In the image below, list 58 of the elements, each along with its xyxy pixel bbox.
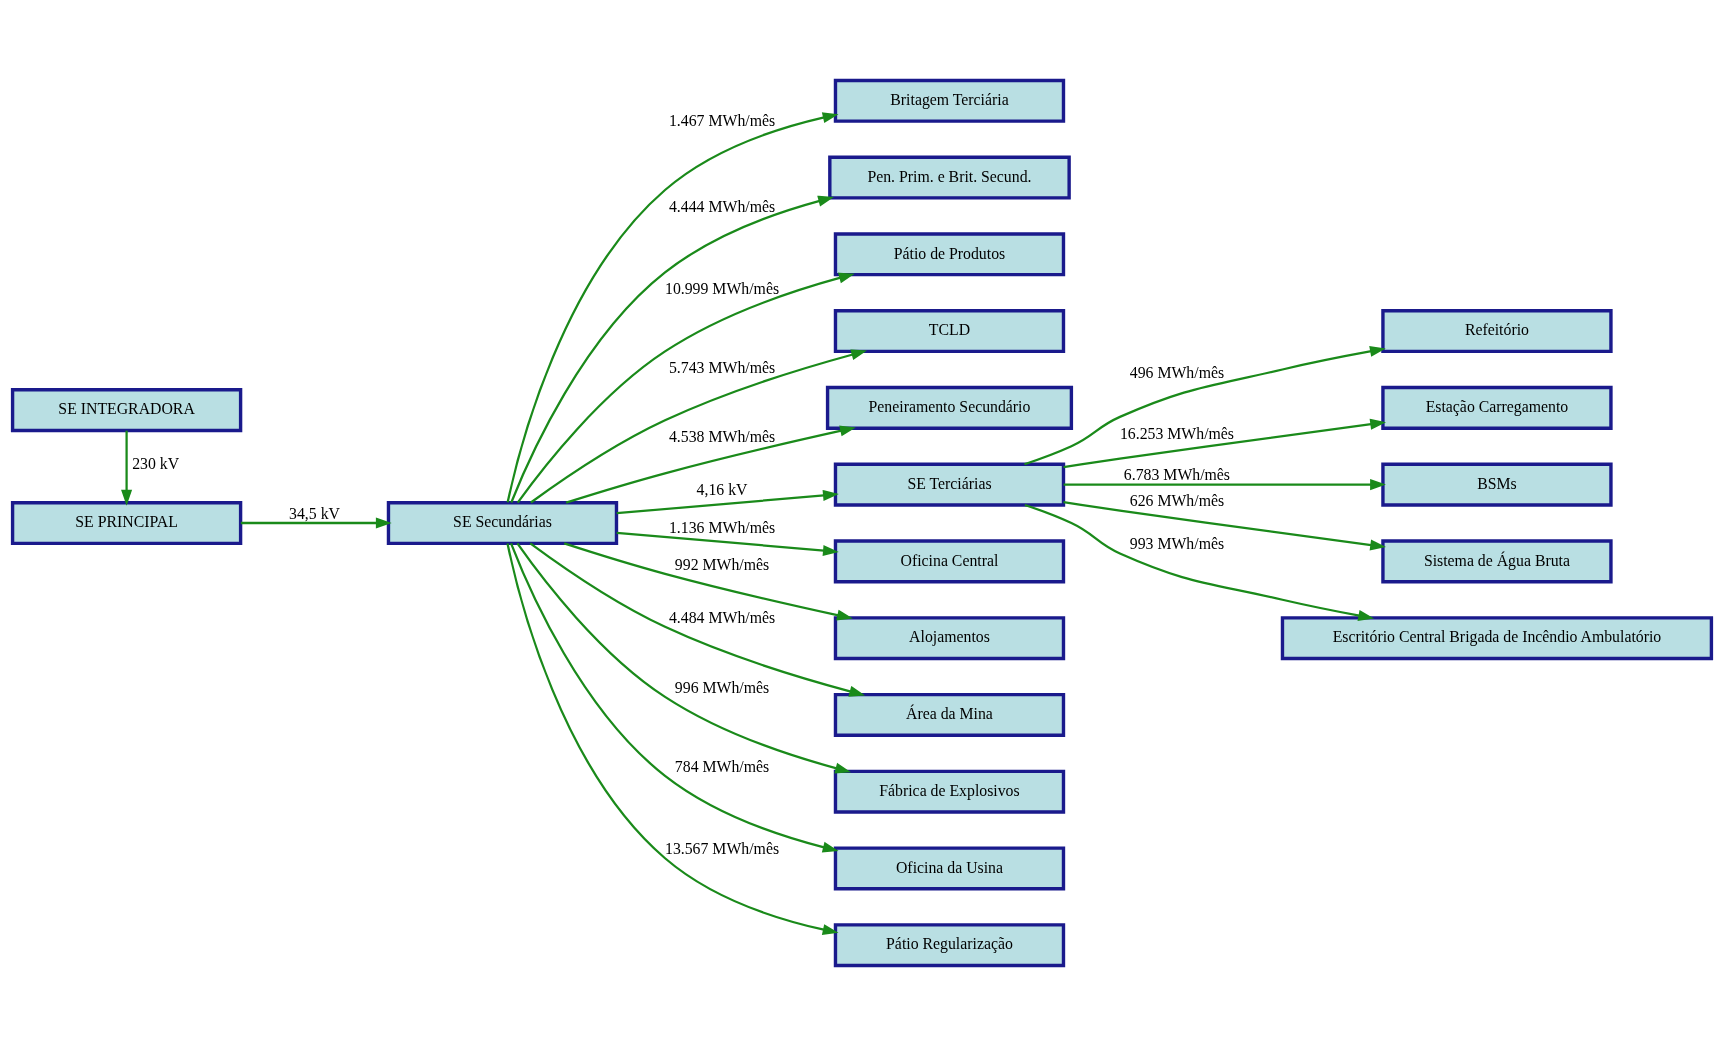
edge-label: 992 MWh/mês <box>674 555 770 573</box>
edge-label: 626 MWh/mês <box>1129 492 1225 510</box>
arrow <box>529 542 866 697</box>
arrow <box>1063 501 1387 551</box>
node-box: Pátio de Produtos <box>833 232 1066 277</box>
arrow <box>1024 503 1375 621</box>
edge-label: 5.743 MWh/mês <box>668 359 776 377</box>
edge-label: 1.467 MWh/mês <box>668 111 776 129</box>
arrow <box>240 517 392 529</box>
edge-label: 784 MWh/mês <box>674 757 770 775</box>
node-box: TCLD <box>833 309 1066 354</box>
arrow <box>510 542 839 853</box>
edge-label: 4.538 MWh/mês <box>668 427 776 445</box>
node-box: Oficina Central <box>833 539 1066 584</box>
edge-label: 230 kV <box>132 455 180 473</box>
node-box: Peneiramento Secundário <box>825 385 1074 430</box>
node-box: SE INTEGRADORA <box>10 388 243 433</box>
arrow <box>506 543 839 935</box>
node-box: SE PRINCIPAL <box>10 501 243 545</box>
node-box: Refeitório <box>1381 309 1613 354</box>
arrow <box>510 195 834 503</box>
node-box: Britagem Terciária <box>833 78 1066 123</box>
edge-label: 1.136 MWh/mês <box>668 519 776 537</box>
arrow <box>121 430 133 506</box>
edge-label: 496 MWh/mês <box>1129 363 1225 381</box>
edge-label: 10.999 MWh/mês <box>664 280 780 298</box>
edge-label: 16.253 MWh/mês <box>1119 424 1234 442</box>
node-box: Escritório Central Brigada de Incêndio Ambulatório <box>1280 616 1714 661</box>
arrow <box>1063 479 1386 491</box>
edge-label: 4.484 MWh/mês <box>668 608 776 626</box>
node-box: Fábrica de Explosivos <box>833 769 1066 814</box>
arrow <box>563 542 853 621</box>
edge-label: 13.567 MWh/mês <box>664 839 780 857</box>
arrow <box>565 425 856 504</box>
node-box: BSMs <box>1381 462 1613 507</box>
arrow <box>516 542 852 774</box>
node-box: Estação Carregamento <box>1381 385 1613 430</box>
edge-label: 4,16 kV <box>696 481 748 499</box>
node-box: SE Secundárias <box>386 501 619 545</box>
node-box: Pen. Prim. e Brit. Secund. <box>828 155 1071 200</box>
edge-label: 6.783 MWh/mês <box>1123 466 1231 484</box>
arrow <box>1024 345 1386 466</box>
arrow <box>530 349 868 504</box>
node-box: Pátio Regularização <box>833 923 1066 968</box>
node-box: Alojamentos <box>833 616 1066 661</box>
edge-label: 4.444 MWh/mês <box>668 197 776 215</box>
edge-label: 996 MWh/mês <box>674 678 770 696</box>
arrow <box>616 489 839 515</box>
node-box: Oficina da Usina <box>833 846 1066 891</box>
arrow <box>1063 418 1387 469</box>
arrow <box>616 531 839 557</box>
node-box: Área da Mina <box>833 692 1066 737</box>
node-box: SE Terciárias <box>833 462 1066 507</box>
arrow <box>516 272 855 504</box>
arrow <box>506 112 839 503</box>
edge-label: 34,5 kV <box>289 504 340 522</box>
edge-label: 993 MWh/mês <box>1129 535 1225 553</box>
node-box: Sistema de Água Bruta <box>1381 539 1613 584</box>
